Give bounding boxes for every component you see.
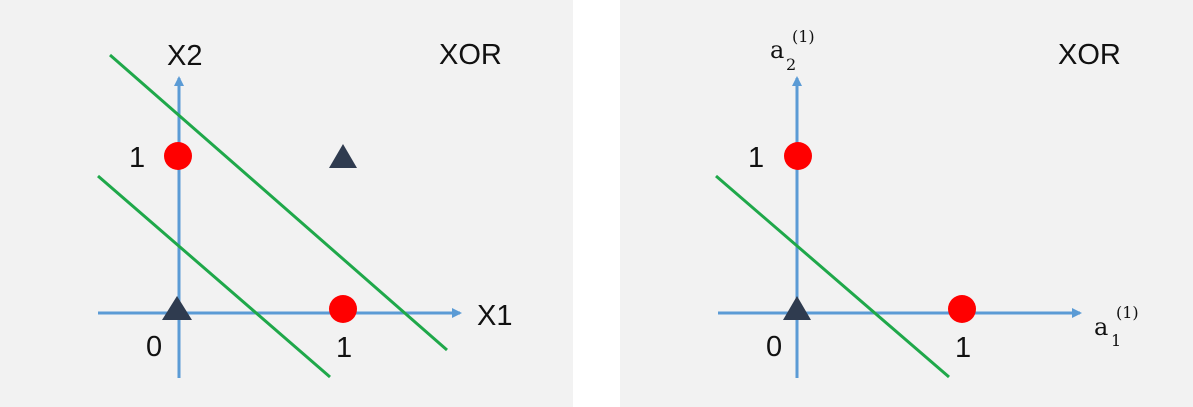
y-axis-label-sub: 2 <box>786 55 796 74</box>
circle-point-one-zero <box>948 295 976 323</box>
triangle-point-one-one <box>329 144 357 168</box>
x-axis-label-base: a <box>1094 313 1108 341</box>
y-axis-label-sup: (1) <box>792 27 815 46</box>
triangle-point-origin <box>162 296 192 320</box>
left-plot: X2 X1 XOR 0 1 1 <box>97 39 512 379</box>
boundary-line <box>715 174 950 379</box>
y-axis-label: a (1) 2 <box>770 20 822 74</box>
tick-x-zero: 0 <box>766 331 782 363</box>
tick-x-one: 1 <box>336 332 352 364</box>
x-axis-label-sup: (1) <box>1116 303 1139 322</box>
circle-point-zero-one <box>784 142 812 170</box>
y-axis-label: X2 <box>167 40 202 72</box>
y-axis-label-base: a <box>770 36 784 64</box>
tick-y-one: 1 <box>748 142 764 174</box>
circle-point-zero-one <box>164 142 192 170</box>
triangle-point-origin <box>783 296 811 320</box>
left-panel: X2 X1 XOR 0 1 1 <box>0 0 573 407</box>
panel-title: XOR <box>1058 39 1121 71</box>
circle-point-one-zero <box>329 295 357 323</box>
tick-x-zero: 0 <box>146 331 162 363</box>
x-axis-label: a (1) 1 <box>1094 296 1146 350</box>
x-axis-label: X1 <box>477 300 512 332</box>
tick-y-one: 1 <box>129 142 145 174</box>
upper-boundary-line <box>109 53 448 352</box>
panel-title: XOR <box>439 39 502 71</box>
right-panel: a (1) 2 a (1) 1 XOR 0 1 1 <box>620 0 1193 407</box>
lower-boundary-line <box>97 174 331 379</box>
x-axis-label-sub: 1 <box>1111 331 1121 350</box>
tick-x-one: 1 <box>955 332 971 364</box>
right-plot: a (1) 2 a (1) 1 XOR 0 1 1 <box>715 20 1146 379</box>
